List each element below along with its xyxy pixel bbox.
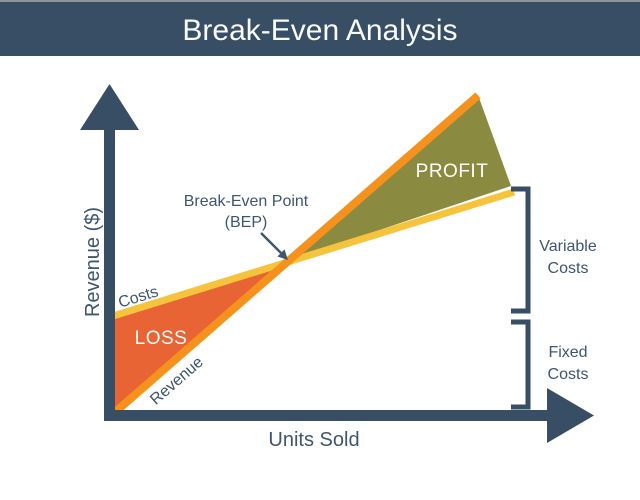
variable-costs-label-line1: Variable — [539, 238, 597, 255]
y-axis-arrow-icon — [80, 84, 139, 130]
y-axis-line — [104, 120, 115, 420]
variable-costs-bracket — [511, 186, 531, 314]
fixed-costs-label-line2: Costs — [548, 366, 589, 383]
loss-label: LOSS — [135, 328, 188, 349]
page-title: Break-Even Analysis — [182, 14, 457, 47]
profit-label: PROFIT — [416, 161, 489, 182]
profit-region — [287, 95, 511, 261]
x-axis-line — [104, 410, 548, 421]
costs-line — [111, 188, 516, 320]
fixed-costs-bracket — [511, 319, 531, 410]
window-top-edge — [0, 0, 640, 2]
x-axis-label: Units Sold — [268, 429, 359, 451]
fixed-costs-label-line1: Fixed — [548, 344, 587, 361]
y-axis-label: Revenue ($) — [82, 207, 104, 317]
bep-arrow — [260, 232, 282, 254]
variable-costs-label-line2: Costs — [548, 260, 589, 277]
bep-arrowhead-icon — [277, 249, 288, 260]
x-axis-arrow-icon — [547, 388, 594, 443]
revenue-line — [110, 92, 481, 418]
bep-label-line2: (BEP) — [225, 214, 268, 231]
bep-label-line1: Break-Even Point — [184, 193, 309, 210]
header-bar — [0, 0, 640, 56]
